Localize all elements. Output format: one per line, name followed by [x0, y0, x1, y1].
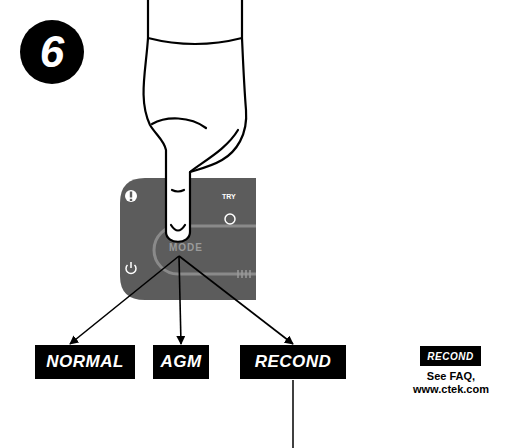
try-led [225, 214, 235, 224]
mode-box: NORMAL [35, 345, 135, 379]
mode-box: RECOND [240, 345, 346, 379]
finger-crease [172, 190, 184, 192]
mode-name: RECOND [427, 351, 473, 362]
mode-box: AGM [153, 345, 209, 379]
mode-button: MODE [160, 238, 212, 256]
fingernail [171, 225, 185, 231]
led-scale [238, 270, 250, 278]
knuckle-line [190, 130, 238, 172]
mode-name: AGM [160, 352, 201, 372]
hand-outline [144, 38, 247, 242]
selection-arrow [179, 256, 293, 344]
led-label: TRY [222, 193, 236, 200]
button-label: MODE [169, 242, 203, 253]
cuff [148, 0, 242, 44]
selection-arrow [179, 256, 181, 344]
mode-name: NORMAL [46, 352, 124, 372]
thumb-line [152, 118, 206, 128]
step-number: 6 [20, 20, 84, 84]
step-number-text: 6 [40, 30, 64, 74]
selection-arrow [70, 256, 179, 344]
mode-tag: RECOND [420, 346, 481, 366]
warning-icon [125, 190, 137, 202]
control-panel: TRY MODE [120, 178, 256, 300]
power-icon [126, 262, 136, 274]
mode-name: RECOND [255, 352, 332, 372]
note-text: See FAQ, www.ctek.com [409, 370, 493, 396]
hand-illustration [144, 0, 247, 242]
leader-line [292, 380, 294, 448]
